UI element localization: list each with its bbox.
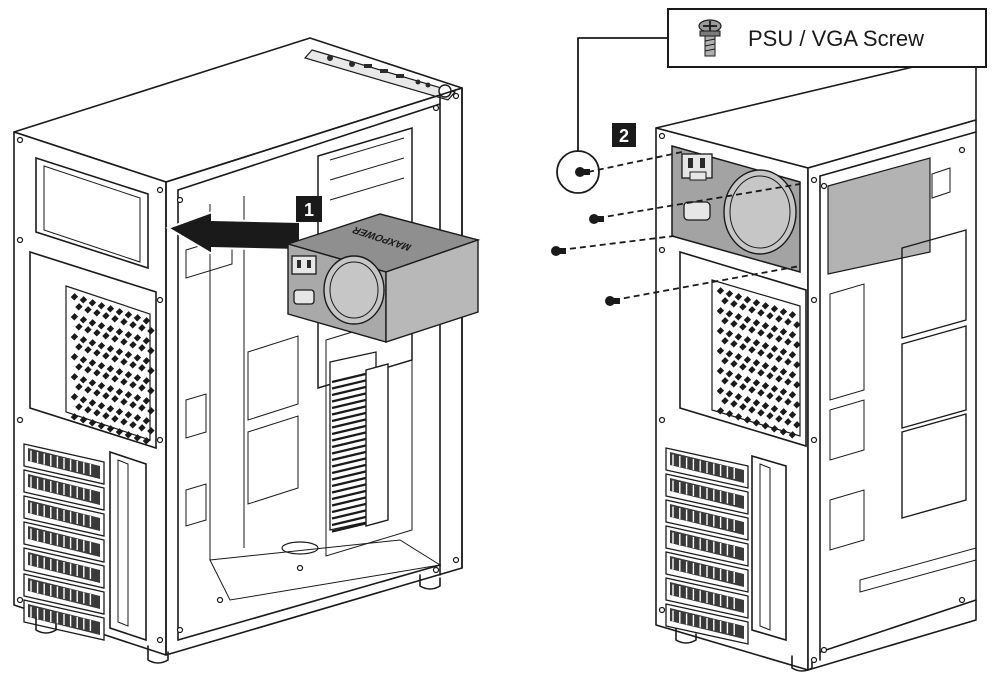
power-supply-unit: MAXPOWER	[285, 213, 481, 343]
expansion-slots-right	[665, 447, 749, 645]
screw-callout-label: PSU / VGA Screw	[748, 26, 924, 51]
screw-guides	[559, 151, 801, 301]
screw-3	[551, 246, 566, 256]
screw-4	[605, 296, 620, 306]
step-2-badge: 2	[612, 123, 636, 147]
right-case	[655, 51, 977, 672]
insert-arrow	[165, 210, 301, 256]
screws	[551, 167, 620, 306]
hdd-bay	[329, 351, 389, 533]
psu-switch	[293, 289, 315, 305]
screw-2	[589, 214, 604, 224]
callout-leader	[577, 37, 669, 152]
step-1-badge: 1	[296, 196, 322, 222]
screw-1	[575, 167, 590, 177]
screw-icon	[698, 19, 722, 57]
installed-psu	[671, 145, 801, 273]
rear-fan-mesh-right	[679, 250, 807, 448]
expansion-slots-left	[23, 443, 105, 641]
left-case	[13, 37, 463, 664]
case-screw-holes-right	[658, 132, 966, 664]
step-1-number: 1	[304, 200, 314, 220]
psu-power-socket	[291, 255, 317, 275]
psu-fan	[323, 255, 385, 325]
case-screw-holes-left	[16, 92, 460, 644]
rear-fan-mesh	[65, 285, 155, 445]
step-2-number: 2	[619, 126, 629, 146]
screw-callout: PSU / VGA Screw	[667, 8, 987, 68]
